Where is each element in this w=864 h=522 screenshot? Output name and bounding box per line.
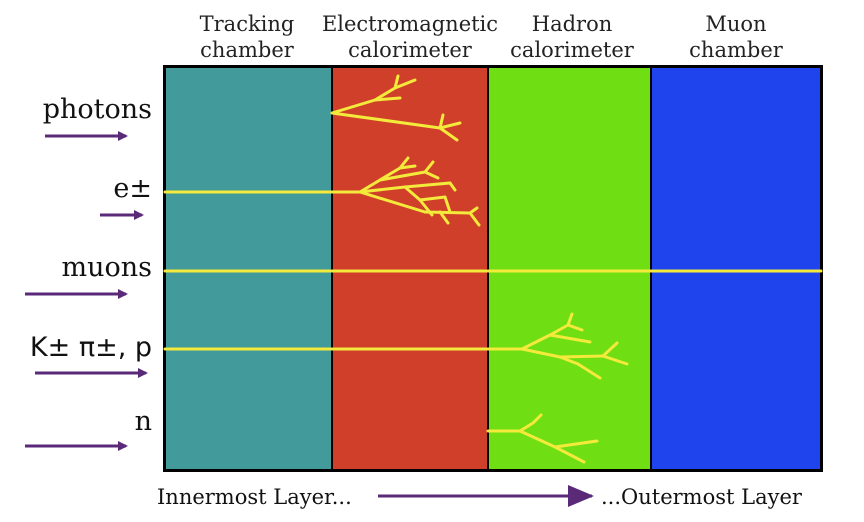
- layer-label-tracking-line2: chamber: [200, 38, 295, 62]
- particle-label-muons: muons: [62, 252, 153, 283]
- particle-label-hadrons: K± π±, p: [30, 332, 152, 363]
- particle-label-photons: photons: [43, 94, 152, 125]
- em-calorimeter-region: [332, 67, 488, 470]
- hadron-track: [163, 312, 629, 380]
- layer-label-tracking-line1: Tracking: [200, 12, 295, 36]
- electron-track: [163, 156, 481, 227]
- photon-shower: [330, 74, 462, 142]
- particle-label-neutrons: n: [135, 406, 152, 437]
- layer-label-em-line1: Electromagnetic: [322, 12, 498, 36]
- layer-label-em-line2: calorimeter: [348, 38, 473, 62]
- muon-chamber-region: [651, 67, 821, 470]
- layer-label-muon-line2: chamber: [689, 38, 784, 62]
- neutron-shower: [486, 413, 599, 464]
- outermost-layer-label: ...Outermost Layer: [601, 485, 803, 509]
- tracking-chamber-region: [165, 67, 332, 470]
- layer-label-hadron-line1: Hadron: [532, 12, 612, 36]
- layer-label-hadron-line2: calorimeter: [510, 38, 635, 62]
- layer-label-muon-line1: Muon: [705, 12, 766, 36]
- hadron-calorimeter-region: [488, 67, 651, 470]
- innermost-layer-label: Innermost Layer...: [157, 485, 352, 509]
- particle-label-electrons: e±: [113, 173, 152, 204]
- detector-borders: [163, 65, 823, 472]
